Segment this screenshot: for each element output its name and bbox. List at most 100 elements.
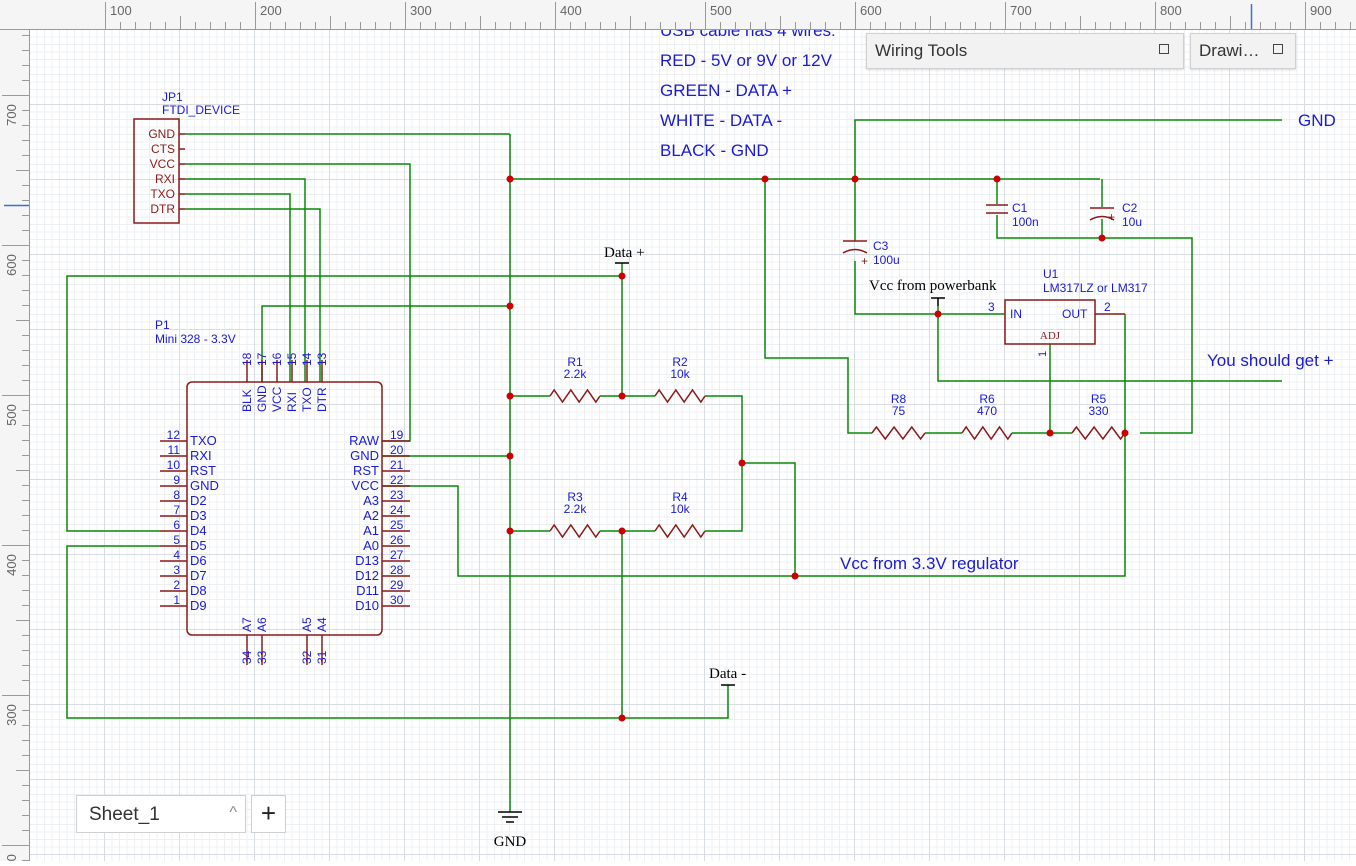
ruler-label: 500 (710, 3, 732, 18)
undefined-ref: R4 (672, 490, 688, 504)
wire[interactable] (185, 208, 321, 382)
drawing-panel[interactable]: Drawi… (1190, 33, 1296, 69)
usb-note-black: BLACK - GND (660, 141, 769, 160)
u1-body[interactable] (1004, 299, 1096, 345)
wire[interactable] (66, 275, 622, 532)
c3-plate (842, 248, 868, 254)
maximize-icon[interactable] (1273, 44, 1283, 54)
junction-dot[interactable] (1098, 234, 1106, 242)
p1-pin-number: 27 (390, 548, 404, 562)
wiring-tools-panel[interactable]: Wiring Tools (866, 33, 1184, 69)
undefined-body[interactable] (654, 523, 706, 539)
junction-dot[interactable] (851, 175, 859, 183)
u1-value: LM317LZ or LM317 (1043, 281, 1148, 295)
wire[interactable] (261, 305, 510, 382)
maximize-icon[interactable] (1159, 44, 1169, 54)
ruler-label: 400 (560, 3, 582, 18)
p1-pin-name: GND (190, 478, 219, 493)
p1-pin-name: DTR (315, 387, 329, 412)
junction-dot[interactable] (738, 459, 746, 467)
usb-note-white: WHITE - DATA - (660, 111, 782, 130)
undefined-body[interactable] (1071, 425, 1126, 441)
p1-pin-number: 20 (390, 443, 404, 457)
p1-pin-number: 12 (167, 428, 181, 442)
p1-pin-number: 26 (390, 533, 404, 547)
schematic-drawing[interactable]: R12.2kR210kR32.2kR410kR875R6470R5330C110… (30, 30, 1356, 861)
p1-pin-number: 19 (390, 428, 404, 442)
p1-pin-name: D10 (355, 598, 379, 613)
wire[interactable] (66, 545, 729, 719)
p1-pin-number: 32 (300, 650, 314, 664)
wire[interactable] (854, 261, 1005, 315)
wire[interactable] (382, 314, 1126, 577)
undefined-ref: R2 (672, 355, 688, 369)
ruler-label: 100 (110, 3, 132, 18)
wire[interactable] (185, 178, 306, 382)
junction-dot[interactable] (618, 392, 626, 400)
u1-ref: U1 (1043, 267, 1059, 281)
p1-pin-name: BLK (240, 389, 254, 412)
chevron-up-icon[interactable]: ^ (229, 804, 237, 821)
junction-dot[interactable] (761, 175, 769, 183)
jp1-pin-label: GND (148, 127, 175, 141)
junction-dot[interactable] (506, 392, 514, 400)
undefined-body[interactable] (549, 523, 601, 539)
p1-body[interactable] (186, 381, 383, 636)
wire[interactable] (854, 119, 1282, 179)
p1-pin-number: 1 (173, 593, 180, 607)
p1-pin-name: A5 (300, 617, 314, 632)
usb-note-header: USB cable has 4 wires: (660, 30, 836, 40)
jp1-pin-label: RXI (155, 172, 175, 186)
wire[interactable] (764, 179, 872, 434)
undefined-ref: R8 (891, 392, 907, 406)
data-plus-label: Data + (604, 245, 645, 261)
undefined-body[interactable] (549, 388, 601, 404)
ruler-label: 600 (860, 3, 882, 18)
ruler-label: 600 (4, 254, 19, 276)
jp1-body[interactable] (133, 118, 180, 224)
junction-dot[interactable] (506, 175, 514, 183)
u1-out-label: OUT (1062, 307, 1088, 321)
undefined-ref: R1 (567, 355, 583, 369)
p1-pin-name: D6 (190, 553, 207, 568)
drawing-tools-title: Drawi… (1199, 41, 1260, 60)
wire[interactable] (742, 462, 796, 576)
sheet-tab[interactable]: Sheet_1 ^ (76, 795, 246, 833)
junction-dot[interactable] (618, 527, 626, 535)
polarity-plus: + (861, 254, 868, 268)
undefined-ref: R3 (567, 490, 583, 504)
c3-ref: C3 (873, 239, 889, 253)
wire[interactable] (937, 306, 1282, 382)
junction-dot[interactable] (618, 272, 626, 280)
junction-dot[interactable] (506, 527, 514, 535)
undefined-value: 2.2k (564, 367, 588, 381)
p1-pin-name: D12 (355, 568, 379, 583)
junction-dot[interactable] (791, 572, 799, 580)
p1-pin-number: 5 (173, 533, 180, 547)
p1-pin-name: A7 (240, 617, 254, 632)
junction-dot[interactable] (1046, 429, 1054, 437)
c2-value: 10u (1122, 215, 1142, 229)
junction-dot[interactable] (618, 714, 626, 722)
wire[interactable] (705, 395, 743, 532)
junction-dot[interactable] (993, 175, 1001, 183)
junction-dot[interactable] (506, 452, 514, 460)
junction-dot[interactable] (506, 302, 514, 310)
undefined-body[interactable] (871, 425, 926, 441)
p1-pin-name: A0 (363, 538, 379, 553)
p1-pin-number: 16 (270, 352, 284, 366)
junction-dot[interactable] (934, 310, 942, 318)
wire[interactable] (996, 215, 1193, 434)
p1-pin-name: D3 (190, 508, 207, 523)
ruler-label: 400 (4, 554, 19, 576)
p1-pin-name: A3 (363, 493, 379, 508)
junction-dot[interactable] (1121, 429, 1129, 437)
undefined-body[interactable] (654, 388, 706, 404)
jp1-pin-label: CTS (151, 142, 175, 156)
wire[interactable] (185, 193, 291, 382)
undefined-body[interactable] (961, 425, 1013, 441)
p1-pin-number: 33 (255, 650, 269, 664)
ruler-label: 500 (4, 404, 19, 426)
add-sheet-button[interactable]: + (251, 795, 286, 833)
